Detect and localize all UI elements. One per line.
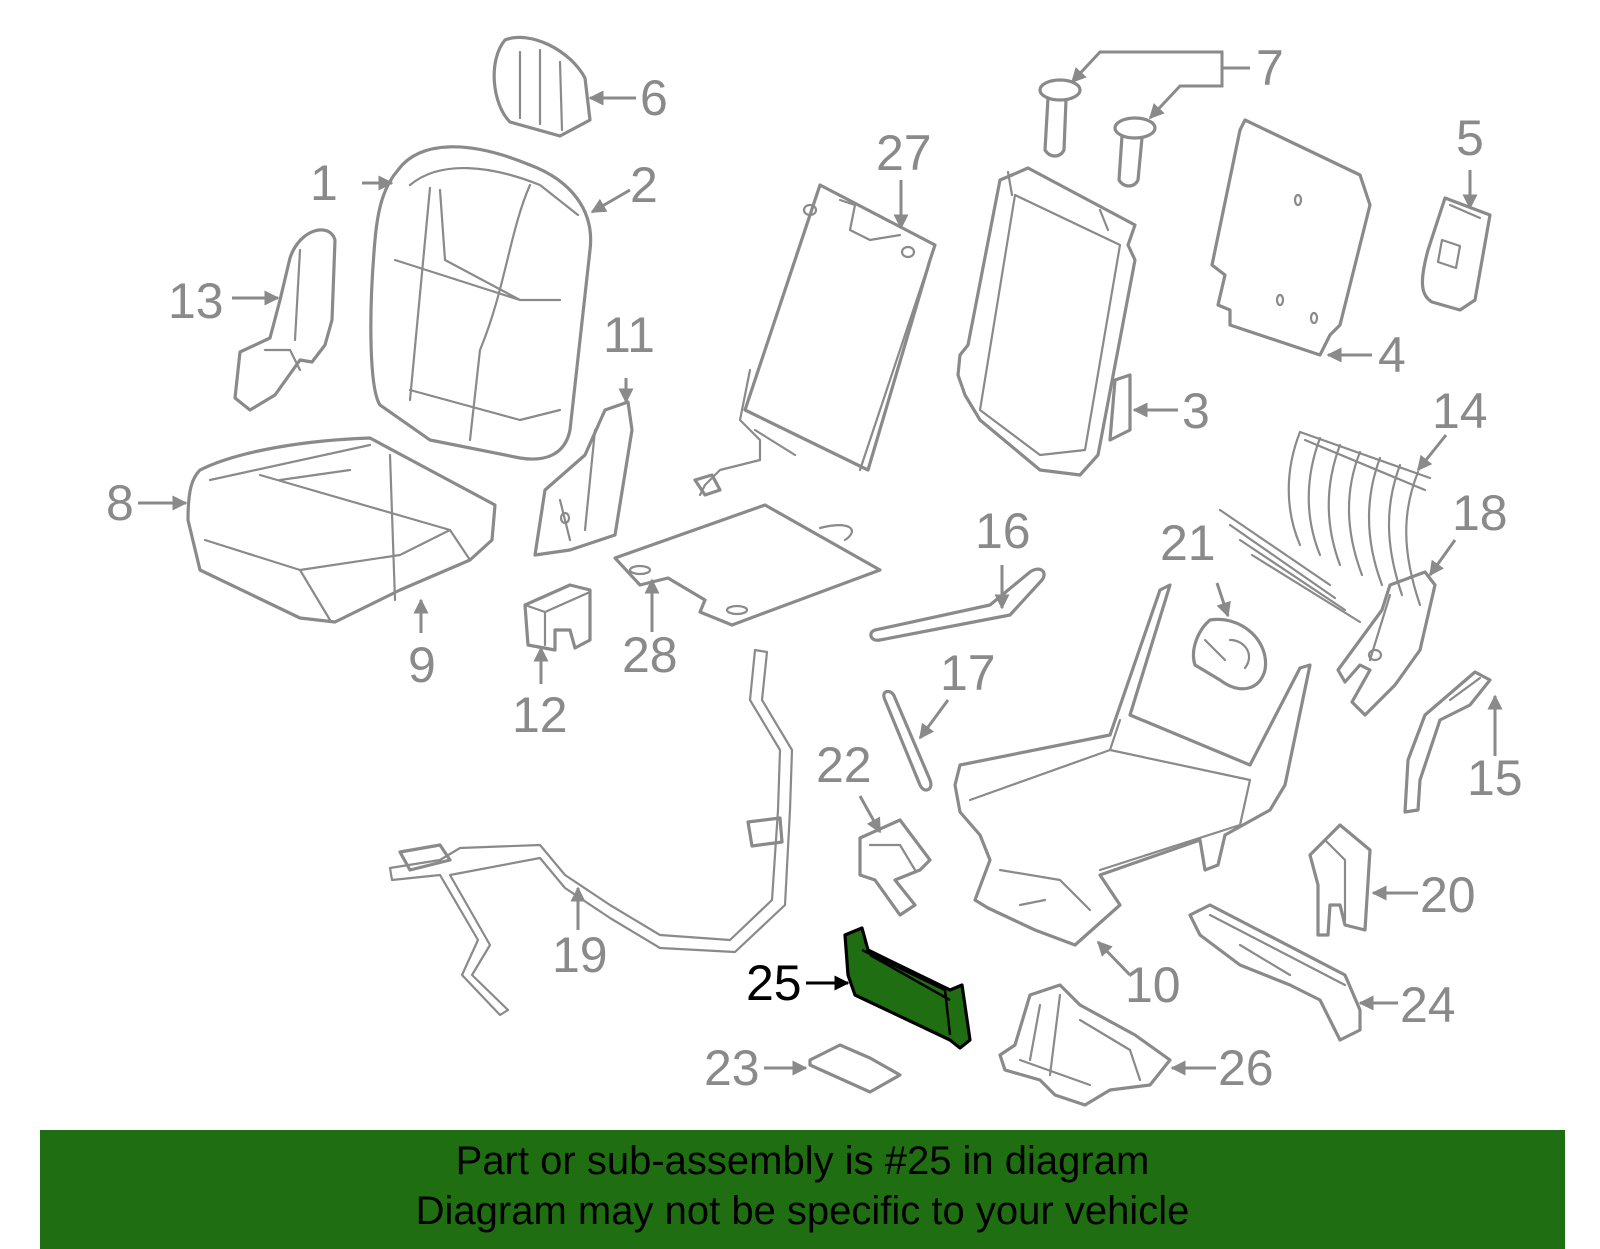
callout-9: 9: [408, 637, 436, 693]
callout-22: 22: [816, 737, 872, 793]
part-13-side-trim[interactable]: [233, 228, 337, 412]
callout-12: 12: [512, 687, 568, 743]
callout-25: 25: [746, 955, 802, 1011]
callout-2: 2: [630, 157, 658, 213]
part-20-bracket[interactable]: [1308, 823, 1372, 937]
callout-13: 13: [168, 273, 224, 329]
callout-23: 23: [704, 1040, 760, 1096]
callout-14: 14: [1432, 383, 1488, 439]
footer-line-2: Diagram may not be specific to your vehi…: [415, 1189, 1190, 1233]
callout-1: 1: [310, 155, 338, 211]
part-24-long-trim[interactable]: [1188, 903, 1362, 1042]
part-27-back-panel[interactable]: [693, 183, 937, 497]
callout-11: 11: [603, 307, 655, 363]
callout-labels: 1 2 3 4 5 6 7 8 9 10 11 12 13 14 15 16 1…: [106, 40, 1523, 1096]
callout-3: 3: [1182, 383, 1210, 439]
part-26-cover[interactable]: [998, 983, 1172, 1107]
part-7-bolts[interactable]: [1038, 78, 1157, 188]
callout-28: 28: [622, 627, 678, 683]
part-17-rod[interactable]: [882, 689, 933, 792]
callout-7: 7: [1256, 40, 1284, 96]
callout-19: 19: [552, 927, 608, 983]
part-15-trim[interactable]: [1403, 670, 1492, 814]
callout-17: 17: [940, 645, 996, 701]
callout-21: 21: [1160, 515, 1216, 571]
part-10-seat-frame-lower[interactable]: [953, 583, 1312, 947]
part-11-side-shield[interactable]: [533, 400, 634, 557]
callout-20: 20: [1420, 867, 1476, 923]
part-6-headrest[interactable]: [492, 35, 592, 138]
part-16-rod[interactable]: [869, 567, 1046, 642]
part-5-latch-cover[interactable]: [1420, 196, 1492, 312]
callout-15: 15: [1467, 750, 1523, 806]
callout-8: 8: [106, 475, 134, 531]
leader-lines: [138, 50, 1503, 1076]
part-18-side-trim[interactable]: [1336, 570, 1437, 717]
part-12-bracket[interactable]: [523, 583, 592, 652]
part-23-pad[interactable]: [808, 1043, 902, 1094]
part-25-highlighted[interactable]: [843, 926, 972, 1050]
part-3-seat-frame[interactable]: [956, 166, 1137, 477]
part-19-cable[interactable]: [388, 648, 794, 1017]
part-14-seat-spring[interactable]: [1218, 430, 1432, 624]
callout-5: 5: [1456, 110, 1484, 166]
callout-4: 4: [1378, 327, 1406, 383]
part-1-2-seat-back[interactable]: [369, 145, 593, 461]
part-8-9-seat-cushion[interactable]: [186, 436, 497, 624]
callout-24: 24: [1400, 977, 1456, 1033]
callout-26: 26: [1218, 1040, 1274, 1096]
callout-6: 6: [640, 70, 668, 126]
footer-line-1: Part or sub-assembly is #25 in diagram: [455, 1139, 1150, 1183]
part-22-bracket[interactable]: [858, 818, 932, 917]
part-21-clip[interactable]: [1191, 617, 1268, 691]
callout-27: 27: [876, 125, 932, 181]
part-28-lower-panel[interactable]: [613, 503, 882, 627]
part-4-rear-panel[interactable]: [1210, 118, 1372, 357]
footer-banner: Part or sub-assembly is #25 in diagram D…: [40, 1130, 1565, 1249]
callout-10: 10: [1125, 957, 1181, 1013]
callout-16: 16: [975, 503, 1031, 559]
callout-18: 18: [1452, 485, 1508, 541]
